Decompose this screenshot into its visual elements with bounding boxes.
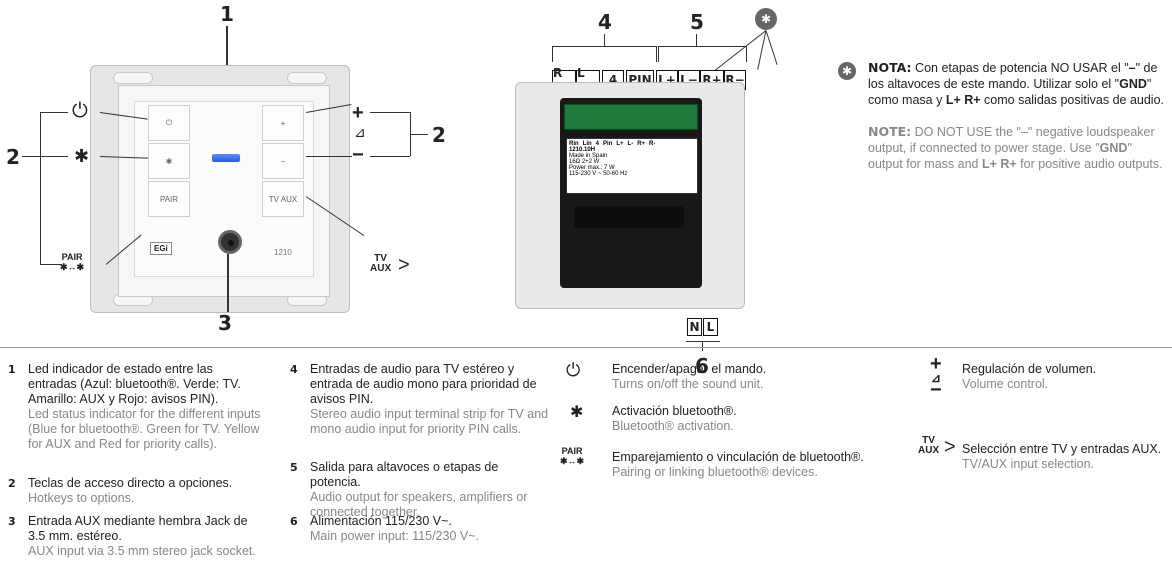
power-key[interactable]: ⏻ — [148, 105, 190, 141]
status-led — [212, 154, 240, 162]
callout-4: 4 — [598, 10, 612, 34]
brand-logo: EGi — [150, 242, 172, 255]
legend-symbol-tvaux: Selección entre TV y entradas AUX.TV/AUX… — [962, 442, 1162, 471]
legend-item-4: 4 Entradas de audio para TV estéreo y en… — [290, 362, 549, 436]
legend-symbol-volume: Regulación de volumen.Volume control. — [962, 362, 1097, 391]
callout-2-left: 2 — [6, 145, 20, 169]
pair-label: PAIR — [159, 194, 179, 204]
legend-symbol-power: Encender/apagar el mando.Turns on/off th… — [612, 362, 767, 391]
callout-1: 1 — [220, 2, 234, 26]
aux-jack[interactable] — [218, 230, 242, 254]
legend-symbol-pair: Emparejamiento o vinculación de bluetoot… — [612, 450, 864, 479]
tvaux-label: TV AUX — [268, 194, 298, 204]
terminal-n: N — [687, 318, 702, 336]
note-en: NOTE: DO NOT USE the "–" negative loudsp… — [868, 124, 1163, 171]
terminal-block — [564, 104, 698, 130]
legend-item-1: 1 Led indicador de estado entre las entr… — [8, 362, 261, 451]
volume-down-key[interactable]: − — [262, 143, 304, 179]
callout-2-right: 2 — [432, 123, 446, 147]
bluetooth-icon: ✱ — [165, 156, 173, 166]
divider — [0, 347, 1172, 348]
legend-item-2: 2 Teclas de acceso directo a opciones. H… — [8, 476, 233, 505]
plus-icon: + — [280, 118, 286, 128]
minus-icon: − — [280, 156, 286, 166]
pair-icon: PAIR✱↔✱ — [60, 252, 85, 272]
power-icon: ⏻ — [72, 100, 88, 122]
terminal-l: L — [703, 318, 718, 336]
legend-item-6: 6 Alimentación 115/230 V~. Main power in… — [290, 514, 479, 543]
model-number: 1210 — [274, 248, 292, 257]
callout-3: 3 — [218, 311, 232, 335]
bluetooth-icon: ✱ — [570, 404, 584, 421]
legend-item-3: 3 Entrada AUX mediante hembra Jack de 3.… — [8, 514, 256, 558]
callout-6: 6 — [695, 354, 709, 378]
callout-5: 5 — [690, 10, 704, 34]
legend-symbol-bluetooth: Activación bluetooth®.Bluetooth® activat… — [612, 404, 737, 433]
volume-up-key[interactable]: + — [262, 105, 304, 141]
volume-icon: +⊿− — [930, 353, 942, 401]
bluetooth-icon: ✱ — [74, 146, 90, 166]
power-icon: ⏻ — [165, 118, 173, 127]
pair-key[interactable]: PAIR — [148, 181, 190, 217]
note-star-icon: ✱ — [755, 8, 777, 30]
power-icon: ⏻ — [566, 360, 581, 380]
note-star-icon: ✱ — [838, 62, 856, 80]
tvaux-key[interactable]: TV AUX — [262, 181, 304, 217]
legend-item-5: 5 Salida para altavoces o etapas de pote… — [290, 460, 528, 519]
bluetooth-key[interactable]: ✱ — [148, 143, 190, 179]
pair-icon: PAIR✱↔✱ — [560, 446, 585, 466]
volume-icon: ⊿ — [354, 124, 366, 140]
back-screws — [574, 206, 684, 228]
note-es: NOTA: Con etapas de potencia NO USAR el … — [868, 60, 1164, 107]
